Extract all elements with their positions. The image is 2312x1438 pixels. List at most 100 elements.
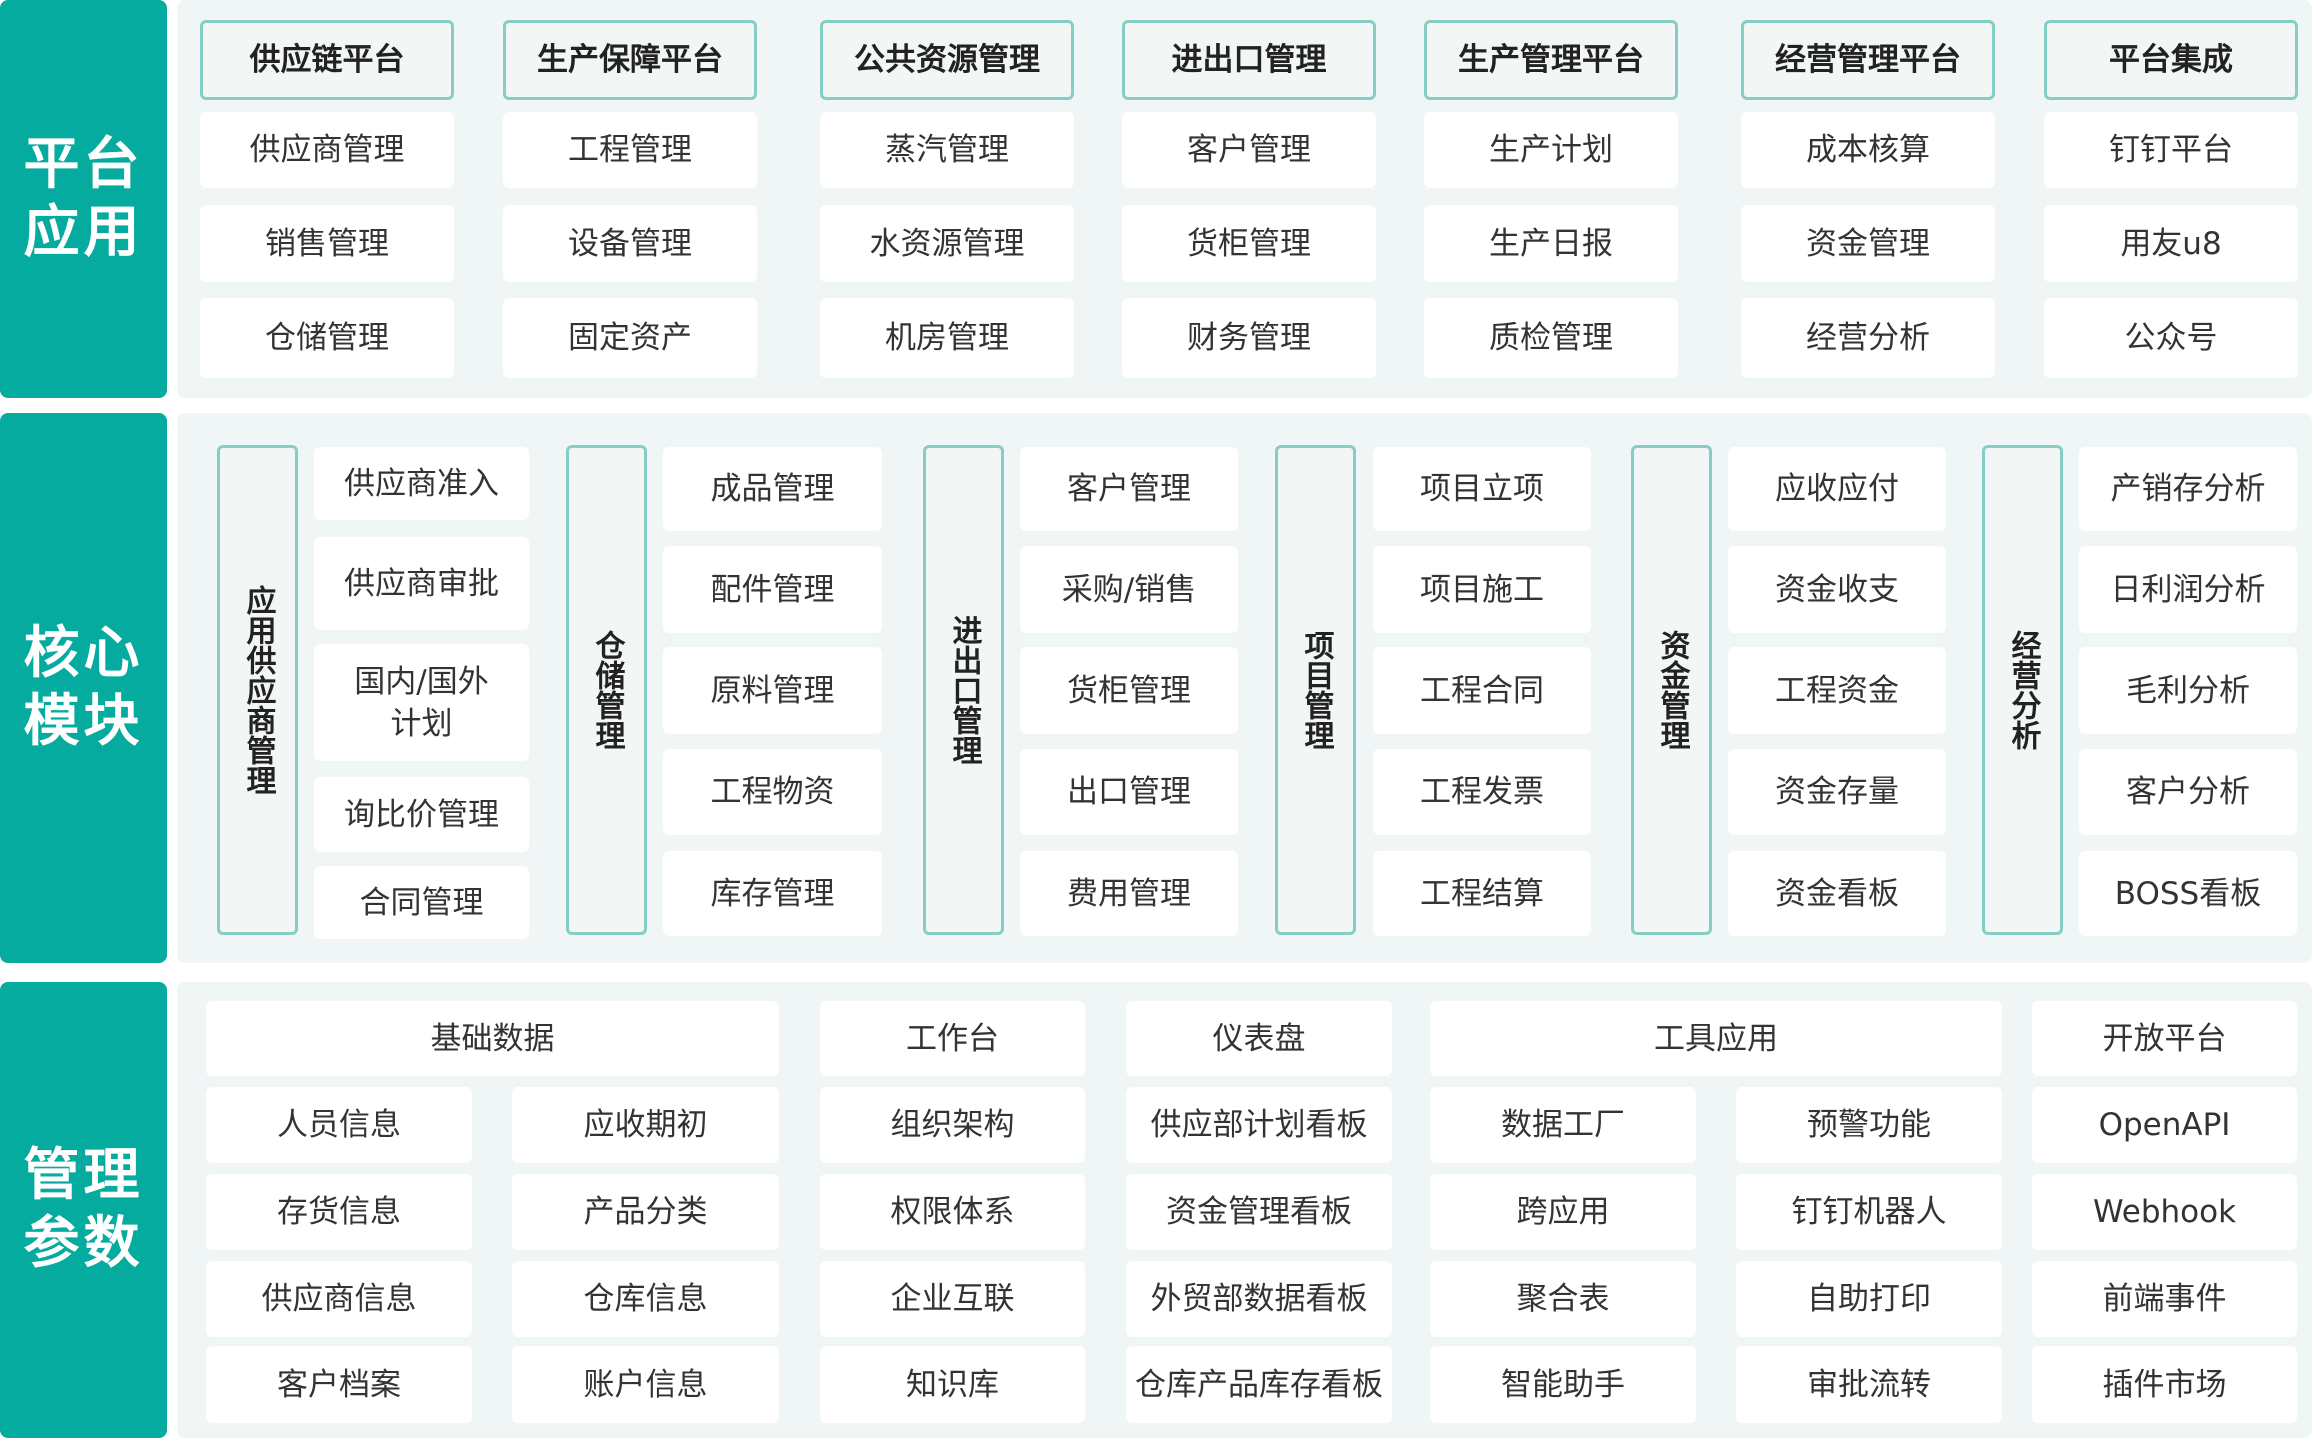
param-item: 供应商信息 bbox=[206, 1261, 472, 1337]
platform-item-label: 工程管理 bbox=[568, 132, 692, 168]
platform-item-label: 设备管理 bbox=[568, 225, 692, 262]
platform-item: 用友u8 bbox=[2044, 205, 2298, 282]
param-item-label: 权限体系 bbox=[890, 1194, 1015, 1230]
core-item-label: 项目施工 bbox=[1420, 571, 1544, 608]
core-item-label: 工程资金 bbox=[1775, 672, 1899, 709]
param-item: 权限体系 bbox=[820, 1174, 1085, 1250]
core-group-label: 进出口管理 bbox=[923, 445, 1004, 935]
core-item: 采购/销售 bbox=[1020, 546, 1238, 633]
platform-item-label: 仓储管理 bbox=[265, 320, 389, 356]
section-label: 管理参数 bbox=[0, 982, 167, 1438]
platform-item-label: 经营分析 bbox=[1806, 320, 1930, 356]
param-item-label: 外贸部数据看板 bbox=[1150, 1281, 1368, 1317]
platform-item-label: 销售管理 bbox=[265, 225, 389, 262]
param-item: 聚合表 bbox=[1430, 1261, 1696, 1337]
platform-item-label: 货柜管理 bbox=[1187, 225, 1311, 262]
section-label-label: 平台应用 bbox=[23, 132, 144, 265]
param-item-label: OpenAPI bbox=[2098, 1107, 2231, 1143]
section-panel bbox=[177, 413, 2312, 963]
core-item-label: 资金看板 bbox=[1775, 875, 1899, 912]
platform-item: 水资源管理 bbox=[820, 205, 1074, 282]
core-item-label: BOSS看板 bbox=[2114, 875, 2262, 912]
core-group-label-label: 应用供应商管理 bbox=[240, 585, 276, 795]
platform-item: 公众号 bbox=[2044, 298, 2298, 378]
platform-header-label: 生产管理平台 bbox=[1458, 42, 1644, 78]
param-item-label: 客户档案 bbox=[277, 1366, 401, 1403]
platform-item-label: 用友u8 bbox=[2120, 225, 2222, 262]
platform-item: 财务管理 bbox=[1122, 298, 1376, 378]
platform-item: 资金管理 bbox=[1741, 205, 1995, 282]
param-item-label: 插件市场 bbox=[2102, 1366, 2227, 1403]
core-item-label: 货柜管理 bbox=[1067, 672, 1191, 709]
core-item: 工程发票 bbox=[1373, 749, 1591, 835]
param-item: 审批流转 bbox=[1736, 1346, 2002, 1423]
param-item: 客户档案 bbox=[206, 1346, 472, 1423]
param-item-label: 仓库信息 bbox=[583, 1281, 708, 1317]
param-item: 存货信息 bbox=[206, 1174, 472, 1250]
core-item: 项目立项 bbox=[1373, 447, 1591, 531]
param-item-label: 组织架构 bbox=[890, 1107, 1015, 1143]
platform-header-label: 生产保障平台 bbox=[537, 42, 723, 78]
param-item: Webhook bbox=[2032, 1174, 2297, 1250]
core-item: 资金看板 bbox=[1728, 851, 1946, 936]
platform-header: 公共资源管理 bbox=[820, 20, 1074, 100]
core-item: 询比价管理 bbox=[314, 777, 529, 852]
platform-item: 质检管理 bbox=[1424, 298, 1678, 378]
platform-item: 客户管理 bbox=[1122, 112, 1376, 188]
platform-item-label: 资金管理 bbox=[1806, 225, 1930, 262]
core-item-label: 客户管理 bbox=[1067, 471, 1191, 507]
platform-item-label: 钉钉平台 bbox=[2109, 132, 2233, 168]
core-group-label-label: 项目管理 bbox=[1298, 630, 1334, 750]
core-item-label: 配件管理 bbox=[710, 571, 835, 608]
core-item: 毛利分析 bbox=[2079, 647, 2297, 734]
core-item-label: 供应商准入 bbox=[344, 465, 499, 502]
param-item: 插件市场 bbox=[2032, 1346, 2297, 1423]
param-item-label: 聚合表 bbox=[1516, 1281, 1610, 1317]
core-item: 合同管理 bbox=[314, 866, 529, 939]
core-group-label: 资金管理 bbox=[1631, 445, 1712, 935]
platform-item: 固定资产 bbox=[503, 298, 757, 378]
param-item-label: 仓库产品库存看板 bbox=[1135, 1366, 1383, 1403]
core-item: 工程结算 bbox=[1373, 851, 1591, 936]
param-item-label: 自助打印 bbox=[1807, 1281, 1931, 1317]
param-item: 跨应用 bbox=[1430, 1174, 1696, 1250]
param-item-label: 智能助手 bbox=[1501, 1366, 1625, 1403]
param-item-label: Webhook bbox=[2092, 1194, 2237, 1230]
param-item-label: 数据工厂 bbox=[1501, 1107, 1625, 1143]
core-item-label: 合同管理 bbox=[359, 884, 484, 921]
param-item-label: 供应部计划看板 bbox=[1150, 1107, 1368, 1143]
core-item: 出口管理 bbox=[1020, 749, 1238, 835]
platform-item: 生产计划 bbox=[1424, 112, 1678, 188]
section-label: 平台应用 bbox=[0, 0, 167, 398]
param-header-label: 基础数据 bbox=[430, 1020, 555, 1057]
param-header: 开放平台 bbox=[2032, 1001, 2297, 1076]
core-item: 产销存分析 bbox=[2079, 447, 2297, 531]
core-group-label-label: 资金管理 bbox=[1654, 630, 1690, 750]
core-item-label: 应收应付 bbox=[1775, 471, 1899, 507]
param-item: 账户信息 bbox=[512, 1346, 779, 1423]
param-item-label: 预警功能 bbox=[1807, 1107, 1931, 1143]
core-item-label: 费用管理 bbox=[1067, 875, 1191, 912]
param-item: 企业互联 bbox=[820, 1261, 1085, 1337]
core-item: 国内/国外 计划 bbox=[314, 644, 529, 761]
core-item: 货柜管理 bbox=[1020, 647, 1238, 734]
platform-header: 生产保障平台 bbox=[503, 20, 757, 100]
param-item-label: 产品分类 bbox=[583, 1194, 708, 1230]
param-header: 工作台 bbox=[820, 1001, 1085, 1076]
platform-item: 经营分析 bbox=[1741, 298, 1995, 378]
core-item-label: 日利润分析 bbox=[2110, 571, 2266, 608]
param-header-label: 开放平台 bbox=[2102, 1020, 2227, 1057]
platform-item: 钉钉平台 bbox=[2044, 112, 2298, 188]
param-item: 外贸部数据看板 bbox=[1126, 1261, 1392, 1337]
param-item: 人员信息 bbox=[206, 1087, 472, 1163]
platform-item-label: 客户管理 bbox=[1187, 132, 1311, 168]
core-group-label-label: 经营分析 bbox=[2005, 630, 2041, 750]
platform-header: 供应链平台 bbox=[200, 20, 454, 100]
core-item-label: 采购/销售 bbox=[1061, 571, 1197, 608]
core-item: 客户分析 bbox=[2079, 749, 2297, 835]
core-item: 供应商准入 bbox=[314, 447, 529, 520]
platform-item-label: 成本核算 bbox=[1806, 132, 1930, 168]
param-item-label: 人员信息 bbox=[277, 1107, 401, 1143]
core-group-label: 项目管理 bbox=[1275, 445, 1356, 935]
param-header: 基础数据 bbox=[206, 1001, 779, 1076]
